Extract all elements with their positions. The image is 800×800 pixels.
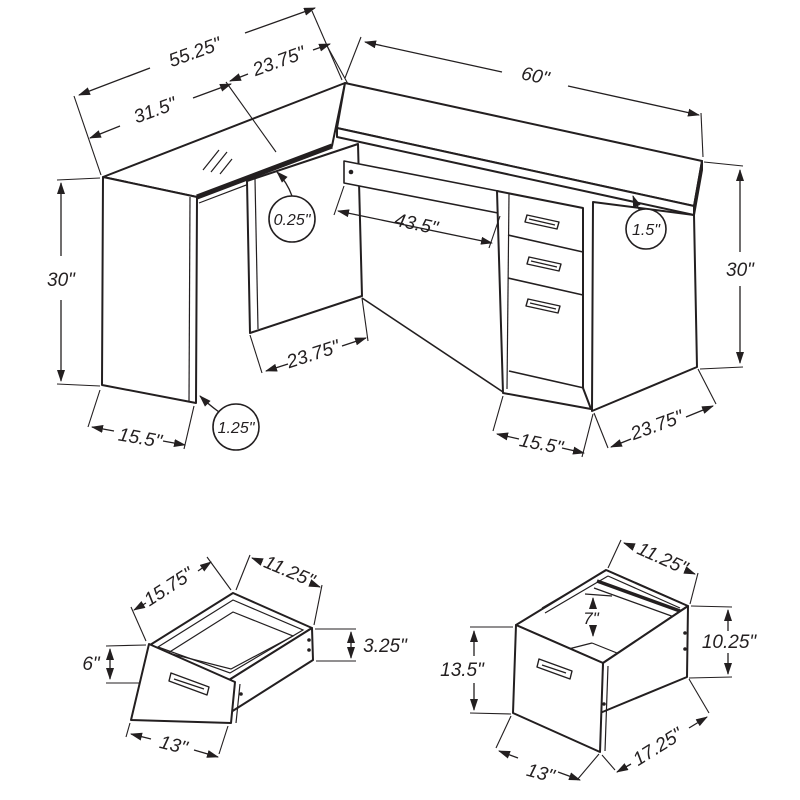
desktop-right-end xyxy=(693,160,703,216)
dim-small-drawer-front-height: 6" xyxy=(82,644,147,684)
callout-top-thickness: 1.5" xyxy=(625,195,667,250)
dim-label-file-front-height: 13.5" xyxy=(440,660,485,681)
drawer-box-floor xyxy=(166,611,295,670)
drawer-divider-1 xyxy=(507,234,584,253)
pedestal-stile-line xyxy=(506,193,510,390)
dim-label-small-drawer-box-height: 3.25" xyxy=(363,636,408,657)
rim-inner-line xyxy=(606,569,683,604)
rim-inner-line xyxy=(607,575,681,609)
dim-file-box-height: 10.25" xyxy=(688,605,758,679)
file-front-panel xyxy=(512,624,604,753)
dim-label-file-box-height: 10.25" xyxy=(702,632,758,653)
glass-reflection-marks xyxy=(202,149,233,175)
file-drawer-view: 11.25" 7" 10.25" 13.5" 17.25" xyxy=(440,539,757,788)
right-side-panel xyxy=(591,201,698,412)
callout-circle xyxy=(268,195,316,243)
dim-label-top-thickness: 1.5" xyxy=(632,222,661,239)
dim-small-drawer-box-height: 3.25" xyxy=(315,628,408,662)
dim-label-small-drawer-front-height: 6" xyxy=(82,654,101,675)
small-drawer-view: 15.75" 11.25" 3.25" 6" 13" xyxy=(82,552,408,760)
desk-isometric-view xyxy=(101,82,703,412)
dim-label-top-section-depth: 23.75" xyxy=(249,42,309,81)
file-drawer-handle xyxy=(536,658,573,680)
callout-panel-thickness: 1.25" xyxy=(199,395,260,451)
dim-label-side-panel-bottom-depth: 23.75" xyxy=(627,406,687,445)
privacy-panel-thickness-line xyxy=(254,178,259,330)
dim-label-file-drawer-width: 11.25" xyxy=(634,539,692,580)
hanging-file-rail xyxy=(584,579,681,619)
slide-screw-dot xyxy=(683,647,687,651)
dim-label-desk-width: 60" xyxy=(519,63,552,90)
callout-glass-inset: 0.25" xyxy=(268,171,316,243)
dim-label-height-left: 30" xyxy=(47,270,76,291)
rim-inner-line xyxy=(541,569,608,609)
slide-screw-dot xyxy=(307,638,311,642)
dim-label-privacy-panel-width: 23.75" xyxy=(283,336,343,373)
dim-label-knee-space: 43.5" xyxy=(393,210,441,240)
slide-screw-dot xyxy=(307,648,311,652)
drawer-box-rim-inner xyxy=(156,599,305,674)
callout-circle xyxy=(625,208,667,250)
dim-label-small-drawer-front-width: 13" xyxy=(157,732,190,759)
front-screw-dot xyxy=(602,702,606,706)
dim-label-return-length: 31.5" xyxy=(131,93,180,128)
glass-front-edge xyxy=(196,143,333,200)
drawer-divider-2 xyxy=(507,277,584,296)
dim-height-right: 30" xyxy=(699,161,755,370)
dim-label-glass-inset: 0.25" xyxy=(274,212,312,229)
left-side-panel xyxy=(101,176,198,404)
drawer-pedestal xyxy=(496,190,592,410)
slide-screw-dot xyxy=(683,631,687,635)
file-drawer-bottom-line xyxy=(508,370,585,389)
dim-label-small-drawer-width: 11.25" xyxy=(261,552,319,592)
front-panel-thickness-line xyxy=(604,665,609,752)
apron-rail xyxy=(343,160,499,214)
left-panel-thickness-line xyxy=(188,196,191,403)
dim-file-rail-height: 7" xyxy=(583,597,600,637)
dim-label-file-front-width: 13" xyxy=(524,760,558,788)
floor-line xyxy=(361,297,504,393)
front-screw-dot xyxy=(239,692,243,696)
dim-label-panel-thickness: 1.25" xyxy=(218,420,256,437)
dim-label-height-right: 30" xyxy=(726,260,755,281)
small-drawer-handle xyxy=(168,672,210,696)
dim-file-front-height: 13.5" xyxy=(440,626,513,715)
dim-label-small-drawer-depth: 15.75" xyxy=(141,563,199,611)
drawer-handle-middle xyxy=(526,256,562,272)
dim-label-return-panel-depth: 15.5" xyxy=(117,424,165,452)
dim-label-file-drawer-depth: 17.25" xyxy=(629,723,687,770)
dim-label-file-rail-height: 7" xyxy=(583,609,599,628)
front-panel-thickness-line xyxy=(235,683,241,724)
dim-return-length: 31.5" xyxy=(89,83,232,139)
apron-screw-dot xyxy=(348,169,354,175)
dim-label-overall-depth: 55.25" xyxy=(166,33,225,72)
dim-height-left: 30" xyxy=(47,177,101,387)
drawer-handle-file xyxy=(525,298,561,314)
drawer-handle-top xyxy=(524,214,560,230)
dim-small-drawer-front-width: 13" xyxy=(125,722,229,760)
callout-circle xyxy=(212,403,260,451)
dim-label-pedestal-base-depth: 15.5" xyxy=(518,430,566,459)
